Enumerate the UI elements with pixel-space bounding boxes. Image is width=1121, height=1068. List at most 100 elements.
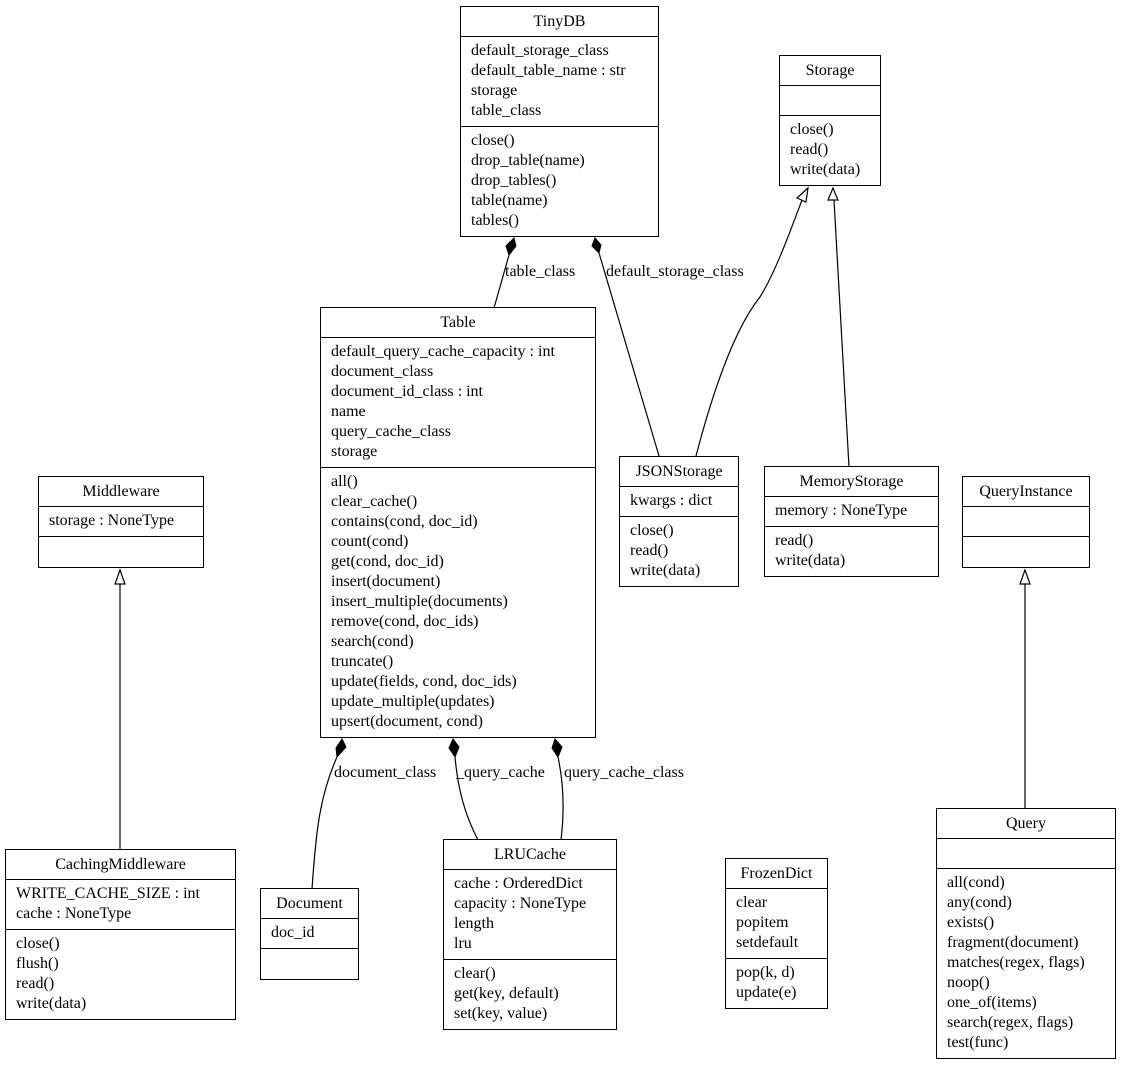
composition-diamond-icon	[448, 738, 460, 759]
class-method: write(data)	[775, 552, 846, 569]
class-method: update(fields, cond, doc_ids)	[331, 673, 517, 690]
class-name: Storage	[780, 56, 880, 86]
class-method: all(cond)	[947, 874, 1005, 891]
class-name: Query	[937, 809, 1115, 839]
edge-document-to-table	[311, 756, 338, 890]
class-methods-section: close() flush() read() write(data)	[6, 930, 235, 1019]
class-method: all()	[331, 473, 358, 490]
class-method: pop(k, d)	[736, 964, 795, 981]
class-method: contains(cond, doc_id)	[331, 513, 478, 530]
class-method: update(e)	[736, 984, 797, 1001]
class-method: clear_cache()	[331, 493, 418, 510]
class-method: tables()	[471, 212, 519, 229]
class-methods-section	[261, 949, 358, 979]
inheritance-arrow-icon	[795, 186, 809, 203]
class-attribute: storage : NoneType	[49, 512, 175, 529]
class-attribute: WRITE_CACHE_SIZE : int	[16, 885, 200, 902]
class-attribute: document_id_class : int	[331, 383, 483, 400]
class-attribute: doc_id	[271, 924, 315, 941]
class-attribute: storage	[331, 443, 378, 460]
class-method: write(data)	[16, 995, 87, 1012]
class-method: close()	[471, 132, 515, 149]
class-method: noop()	[947, 974, 990, 991]
class-method: search(cond)	[331, 633, 414, 650]
class-methods-section	[39, 537, 203, 567]
class-attribute: default_table_name : str	[471, 62, 626, 79]
class-attributes-section: WRITE_CACHE_SIZE : int cache : NoneType	[6, 880, 235, 930]
class-methods-section: clear()get(key, default)set(key, value)	[444, 960, 616, 1029]
class-method: count(cond)	[331, 533, 409, 550]
class-attribute: length	[454, 915, 494, 932]
class-attribute: setdefault	[736, 934, 799, 951]
class-attribute: table_class	[471, 102, 542, 119]
class-attribute: document_class	[331, 363, 434, 380]
class-methods-section: pop(k, d) update(e)	[726, 959, 827, 1008]
edge-lrucache-to-table-cache	[454, 756, 479, 841]
inheritance-arrow-icon	[1019, 568, 1031, 585]
edge-label-query-cache: _query_cache	[456, 764, 545, 781]
class-method: remove(cond, doc_ids)	[331, 613, 479, 630]
class-query: Query all(cond) any(cond) exists() fragment(…	[936, 808, 1116, 1059]
class-attribute: cache : NoneType	[16, 905, 132, 922]
class-method: set(key, value)	[454, 1005, 548, 1022]
class-method: test(func)	[947, 1034, 1009, 1051]
class-attributes-section: memory : NoneType	[765, 497, 938, 527]
class-method: any(cond)	[947, 894, 1012, 911]
class-method: update_multiple(updates)	[331, 693, 495, 710]
class-method: insert(document)	[331, 573, 441, 590]
class-method: clear()	[454, 965, 496, 982]
class-attributes-section: kwargs : dict	[620, 487, 738, 517]
class-attributes-section	[780, 86, 880, 116]
class-method: write(data)	[630, 562, 701, 579]
class-attribute: memory : NoneType	[775, 502, 908, 519]
class-methods-section: all(cond) any(cond) exists() fragment(docum…	[937, 869, 1115, 1058]
class-method: close()	[630, 522, 674, 539]
class-method: close()	[16, 935, 60, 952]
edge-table-to-tinydb	[493, 254, 510, 309]
class-method: exists()	[947, 914, 995, 931]
class-attributes-section: doc_id	[261, 919, 358, 949]
composition-diamond-icon	[505, 237, 517, 257]
edge-label-default-storage-class: default_storage_class	[606, 263, 744, 280]
class-method: truncate()	[331, 653, 394, 670]
class-name: CachingMiddleware	[6, 850, 235, 880]
class-method: get(cond, doc_id)	[331, 553, 444, 570]
class-attribute: query_cache_class	[331, 423, 451, 440]
class-method: upsert(document, cond)	[331, 713, 483, 730]
class-methods-section: read() write(data)	[765, 527, 938, 576]
class-method: insert_multiple(documents)	[331, 593, 508, 610]
edge-label-document-class: document_class	[334, 764, 437, 781]
class-attribute: kwargs : dict	[630, 492, 713, 509]
composition-diamond-icon	[335, 738, 347, 759]
class-attributes-section	[937, 839, 1115, 869]
class-attribute: capacity : NoneType	[454, 895, 587, 912]
edge-lrucache-to-table-cacheclass	[557, 756, 564, 841]
class-name: TinyDB	[461, 7, 658, 37]
class-attribute: popitem	[736, 914, 789, 931]
class-name: Table	[321, 308, 595, 338]
inheritance-arrow-icon	[827, 186, 839, 201]
edge-jsonstorage-to-tinydb	[598, 252, 660, 457]
class-attributes-section: storage : NoneType	[39, 507, 203, 537]
class-name: LRUCache	[444, 840, 616, 870]
class-methods-section: close()read()write(data)	[780, 116, 880, 185]
class-method: read()	[775, 532, 814, 549]
class-attribute: storage	[471, 82, 518, 99]
class-method: fragment(document)	[947, 934, 1079, 951]
class-method: close()	[790, 121, 834, 138]
class-name: JSONStorage	[620, 457, 738, 487]
class-method: read()	[16, 975, 55, 992]
class-method: read()	[790, 141, 829, 158]
class-attribute: name	[331, 403, 366, 420]
class-method: search(regex, flags)	[947, 1014, 1074, 1031]
edge-memorystorage-to-storage	[833, 199, 850, 468]
class-method: flush()	[16, 955, 59, 972]
